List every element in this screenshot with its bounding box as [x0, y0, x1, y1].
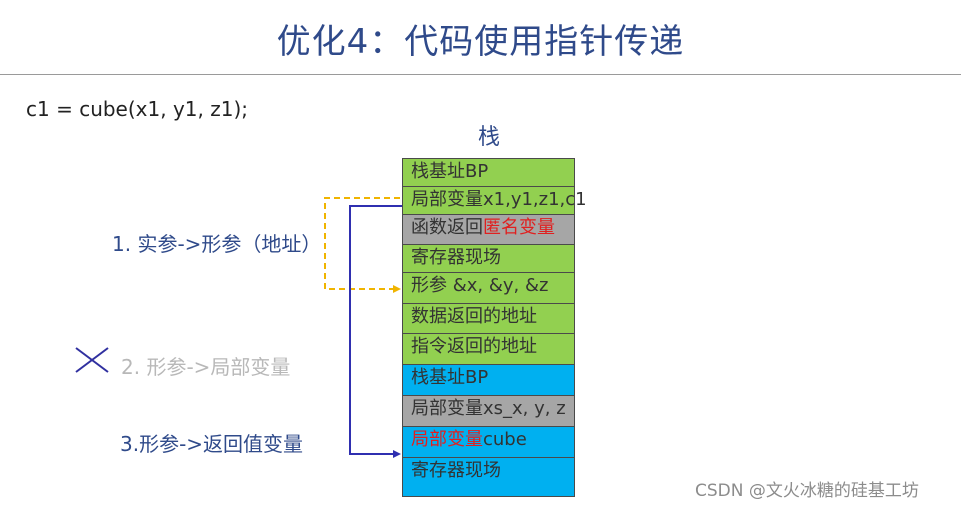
cross-icon — [75, 347, 109, 373]
stack-row-return-anon: 函数返回匿名变量 — [402, 214, 575, 245]
stack-row-bp-1: 栈基址BP — [402, 158, 575, 187]
title-divider — [0, 74, 961, 75]
step-2-label: 2. 形参->局部变量 — [121, 355, 291, 379]
arrow-arg-to-param-head — [393, 285, 401, 293]
stack-row-registers-2: 寄存器现场 — [402, 457, 575, 497]
stack-row-local-cube: 局部变量cube — [402, 426, 575, 458]
step-1-label: 1. 实参->形参（地址） — [112, 232, 322, 256]
stack-row-locals-cube: 局部变量xs_x, y, z — [402, 395, 575, 427]
code-line: c1 = cube(x1, y1, z1); — [26, 97, 248, 121]
arrow-param-to-return-head — [393, 450, 401, 458]
stack-row-params: 形参 &x, &y, &z — [402, 272, 575, 304]
stack-row-data-return-addr: 数据返回的地址 — [402, 303, 575, 334]
step-3-label: 3.形参->返回值变量 — [120, 432, 304, 456]
arrow-param-to-return — [349, 205, 402, 455]
stack-label: 栈 — [478, 125, 501, 150]
watermark: CSDN @文火冰糖的硅基工坊 — [695, 481, 919, 501]
stack-row-registers-1: 寄存器现场 — [402, 244, 575, 273]
arrow-arg-to-param — [324, 197, 400, 290]
stack-diagram: 栈基址BP 局部变量x1,y1,z1,c1 函数返回匿名变量 寄存器现场 形参 … — [402, 158, 587, 497]
stack-row-bp-2: 栈基址BP — [402, 364, 575, 396]
slide-title: 优化4：代码使用指针传递 — [276, 22, 685, 62]
stack-row-locals-main: 局部变量x1,y1,z1,c1 — [402, 186, 587, 215]
